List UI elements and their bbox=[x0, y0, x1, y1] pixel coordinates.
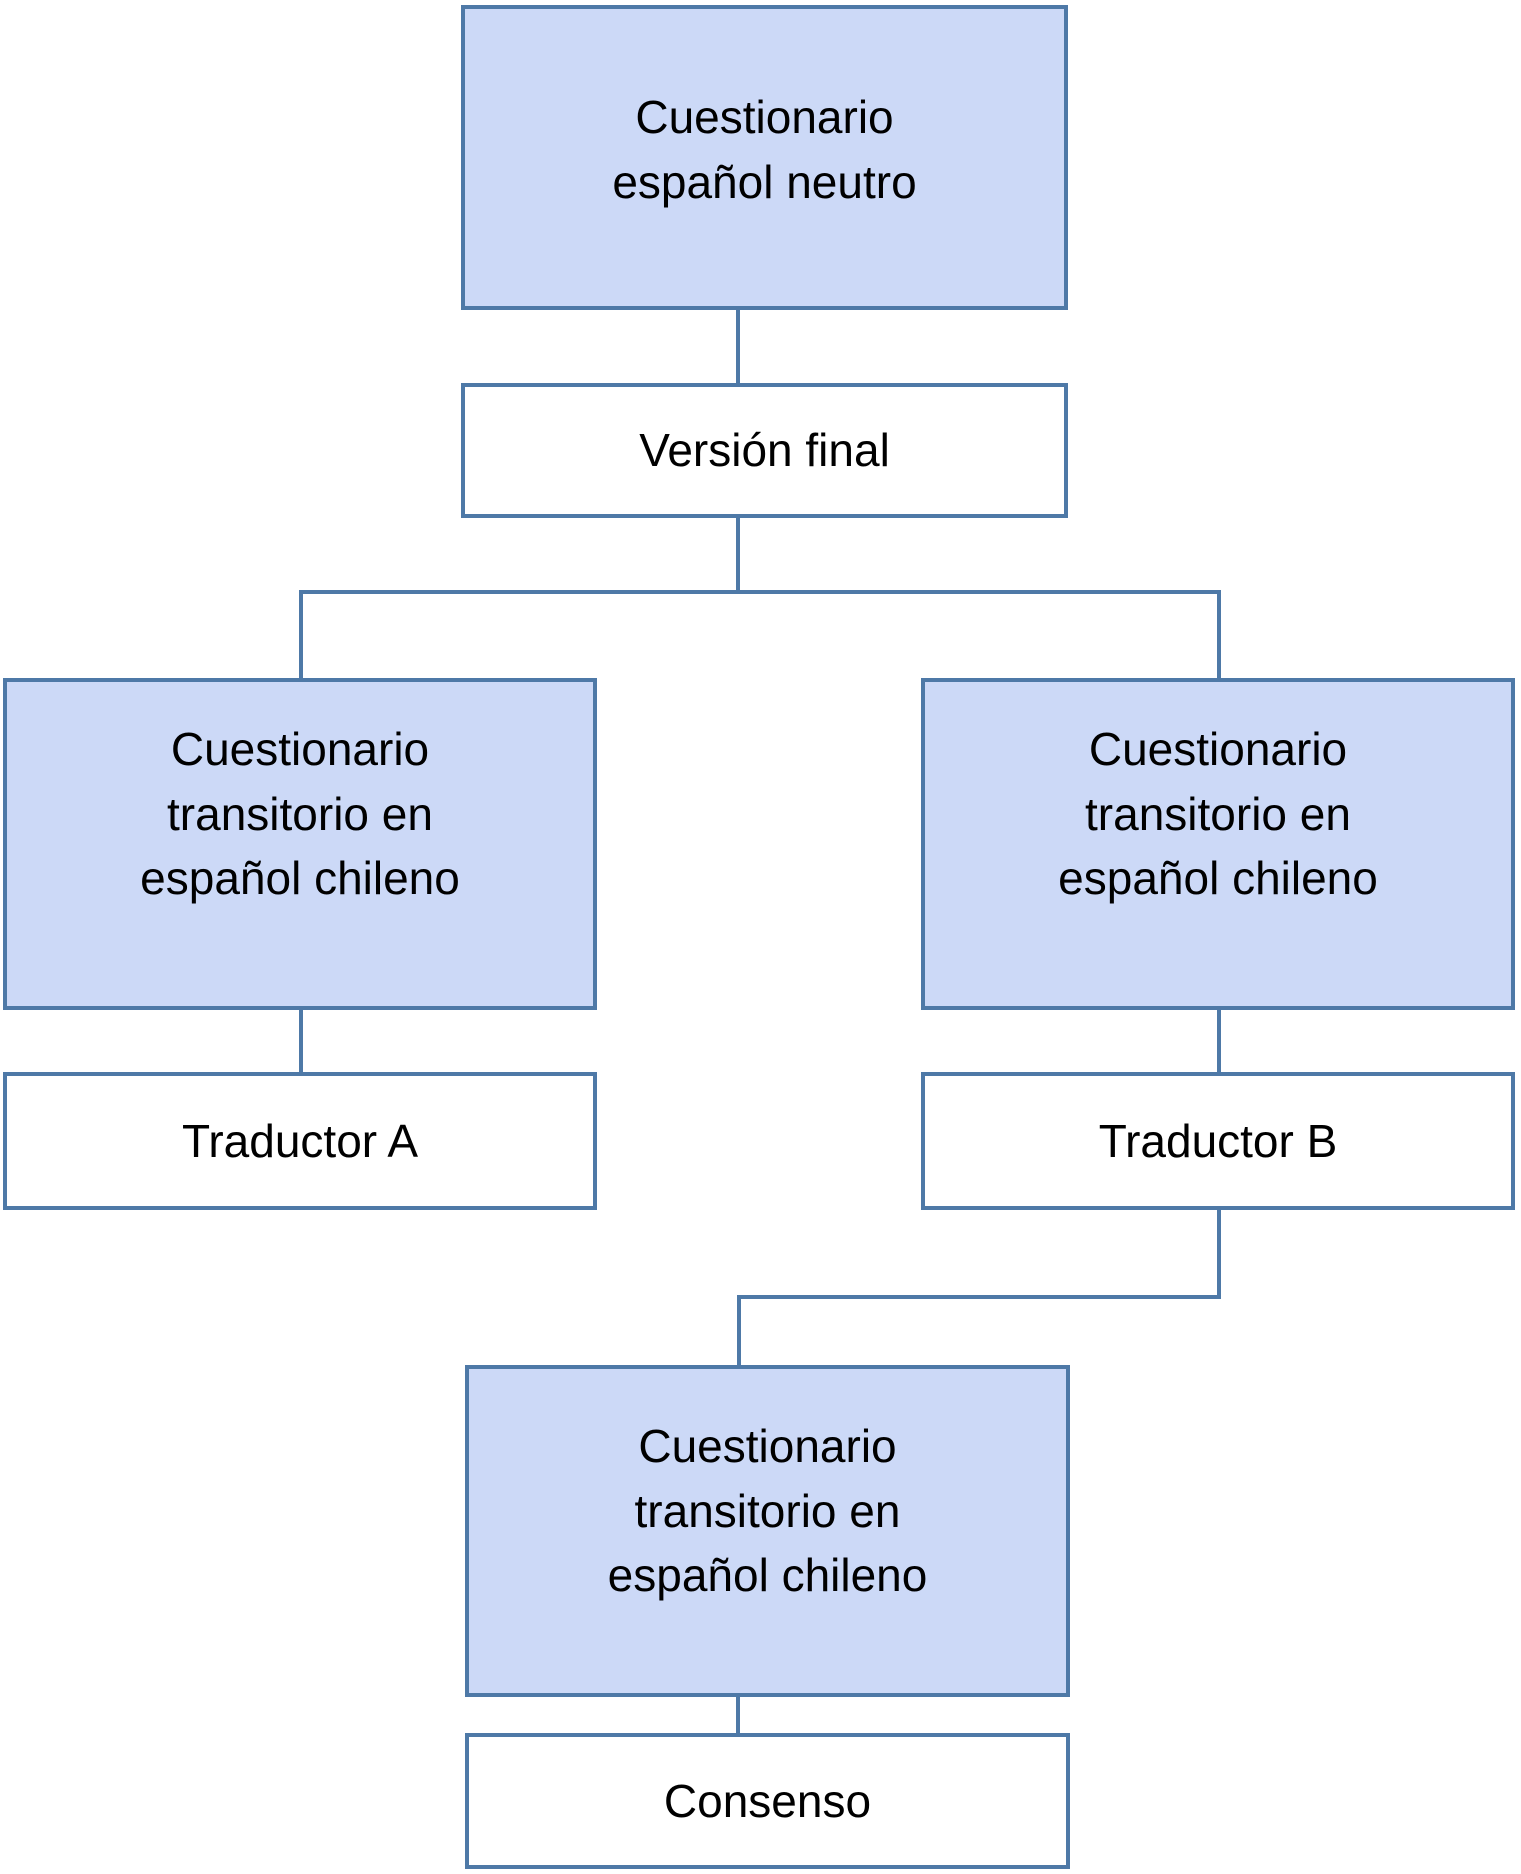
node-version-final: Versión final bbox=[461, 383, 1068, 518]
connector-branch-left-drop bbox=[299, 590, 303, 678]
connector-merge-horizontal bbox=[737, 1295, 1221, 1299]
connector-branch-horizontal bbox=[299, 590, 1221, 594]
connector-merge-drop bbox=[737, 1295, 741, 1365]
connector-right-to-translator-b bbox=[1217, 1010, 1221, 1072]
node-cuestionario-transitorio-merged: Cuestionario transitorio en español chil… bbox=[465, 1365, 1070, 1697]
node-cuestionario-transitorio-left: Cuestionario transitorio en español chil… bbox=[3, 678, 597, 1010]
node-consenso: Consenso bbox=[465, 1733, 1070, 1869]
node-traductor-b: Traductor B bbox=[921, 1072, 1515, 1210]
connector-branch-right-drop bbox=[1217, 590, 1221, 678]
node-cuestionario-transitorio-right: Cuestionario transitorio en español chil… bbox=[921, 678, 1515, 1010]
node-traductor-a: Traductor A bbox=[3, 1072, 597, 1210]
connector-left-to-translator-a bbox=[299, 1010, 303, 1072]
connector-final-version-down bbox=[736, 518, 740, 590]
connector-translator-b-down bbox=[1217, 1210, 1221, 1295]
connector-merged-to-consensus bbox=[736, 1697, 740, 1733]
connector-source-to-final-version bbox=[736, 310, 740, 383]
node-cuestionario-espanol-neutro: Cuestionario español neutro bbox=[461, 5, 1068, 310]
